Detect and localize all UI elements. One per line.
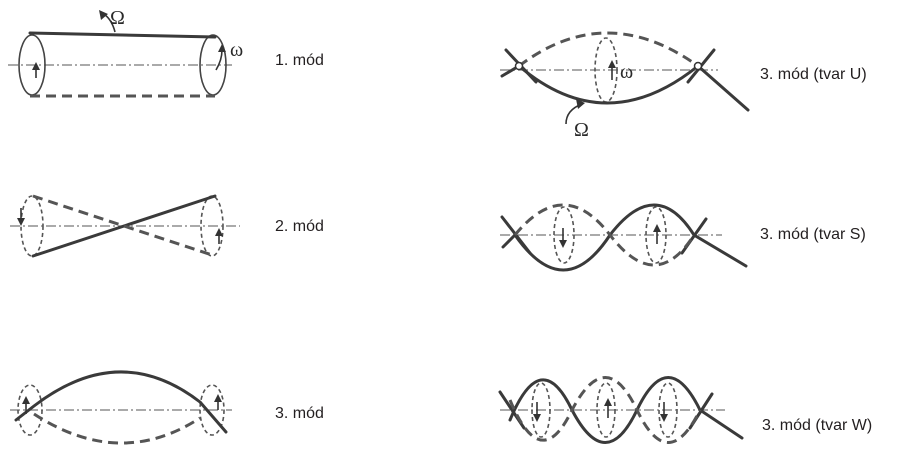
mode-3w-right-orbit: [658, 382, 678, 438]
mode-2-figure: [10, 194, 240, 258]
mode-3w-figure: [498, 376, 744, 444]
mode-3w-center-rotation-arrow-icon: [604, 398, 612, 406]
mode-3-shaft-solid: [14, 370, 228, 434]
mode-3-right-orbit: [199, 384, 225, 436]
mode-3u-rotation-arrow-icon: [608, 60, 616, 68]
mode-1-figure: Ω ω: [8, 7, 243, 98]
mode-2-left-rotation-arrow-icon: [17, 218, 25, 226]
mode-3s-label: 3. mód (tvar S): [760, 226, 866, 243]
mode-3u-whirl-symbol: Ω: [574, 119, 589, 141]
mode-1-spin-symbol: ω: [230, 39, 243, 61]
mode-3u-figure: ω Ω: [500, 31, 750, 141]
mode-3w-center-orbit: [596, 382, 616, 438]
mode-3s-shaft-dashed: [513, 203, 696, 267]
mode-1-left-rotation-arrow-icon: [32, 62, 40, 70]
mode-2-shaft-solid: [31, 194, 217, 258]
mode-3-shaft-dashed: [33, 412, 201, 445]
mode-3u-label: 3. mód (tvar U): [760, 66, 867, 83]
mode-3u-spin-symbol: ω: [620, 61, 633, 83]
mode-3w-right-rotation-arrow-icon: [660, 414, 668, 422]
mode-2-right-rotation-arrow-icon: [215, 228, 223, 236]
mode-3u-whirl-arrow-icon: [576, 99, 585, 109]
mode-3-label: 3. mód: [275, 405, 324, 422]
mode-1-whirl-arrow-icon: [99, 10, 108, 20]
mode-3-right-rotation-arrow-icon: [214, 394, 222, 402]
mode-3s-left-orbit: [553, 206, 575, 264]
mode-3w-shaft-dashed: [508, 376, 702, 444]
mode-3w-label: 3. mód (tvar W): [762, 417, 872, 434]
mode-3w-left-rotation-arrow-icon: [533, 414, 541, 422]
mode-3s-left-rotation-arrow-icon: [559, 240, 567, 248]
mode-3s-right-rotation-arrow-icon: [653, 224, 661, 232]
mode-1-whirl-symbol: Ω: [110, 7, 125, 29]
mode-3u-right-node: [693, 61, 703, 71]
mode-3u-shaft-solid: [500, 64, 750, 112]
mode-3u-left-node: [514, 61, 524, 71]
mode-3s-shaft-solid: [501, 203, 748, 272]
mode-3-left-orbit: [17, 384, 43, 436]
mode-3s-figure: [500, 203, 748, 272]
mode-3u-shaft-dashed: [518, 31, 699, 68]
mode-3w-shaft-solid: [508, 376, 744, 444]
mode-2-label: 2. mód: [275, 218, 324, 235]
mode-1-right-rotation-arrow-icon: [218, 44, 226, 52]
mode-3w-left-orbit: [531, 382, 551, 438]
mode-2-left-orbit: [20, 195, 44, 257]
mode-1-shaft-solid: [28, 31, 217, 39]
mode-3-figure: [10, 370, 232, 445]
mode-3-left-rotation-arrow-icon: [22, 396, 30, 404]
mode-3s-right-orbit: [645, 206, 667, 264]
mode-1-label: 1. mód: [275, 52, 324, 69]
